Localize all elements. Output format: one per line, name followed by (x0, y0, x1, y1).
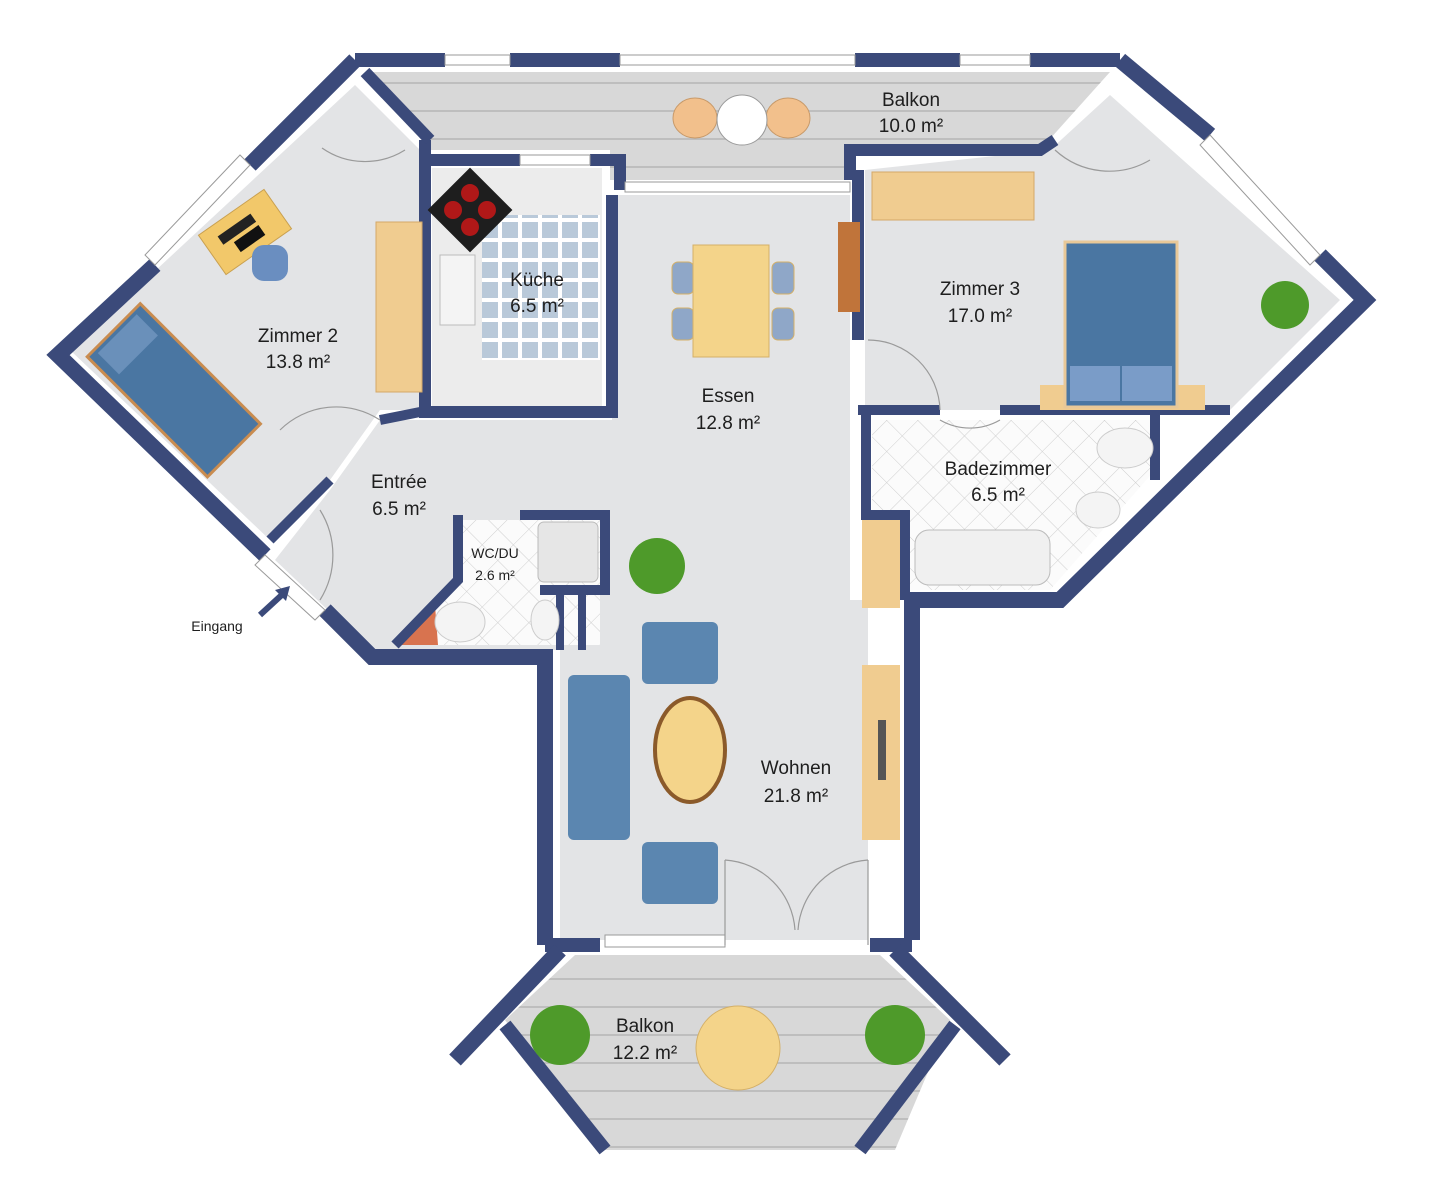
room-area: 6.5 m² (372, 499, 426, 520)
room-name: Küche (510, 270, 564, 291)
room-area: 12.8 m² (696, 413, 760, 434)
sofa (568, 675, 630, 840)
room-area: 6.5 m² (971, 485, 1025, 506)
armchair (642, 622, 718, 684)
sink (439, 254, 476, 326)
armchair (642, 842, 718, 904)
furniture (85, 94, 1309, 1091)
room-area: 12.2 m² (613, 1043, 677, 1064)
wardrobe (871, 171, 1035, 221)
room-area: 10.0 m² (879, 116, 943, 137)
room-name: Zimmer 3 (940, 279, 1020, 300)
room-name: Zimmer 2 (258, 326, 338, 347)
room-name: Balkon (882, 90, 940, 111)
entrance-arrow-icon (257, 586, 290, 618)
room-area: 17.0 m² (948, 306, 1012, 327)
room-area: 6.5 m² (510, 296, 564, 317)
room-name: Wohnen (761, 758, 831, 779)
room-name: Essen (702, 386, 755, 407)
room-name: Entrée (371, 472, 427, 493)
chair (252, 245, 288, 281)
windows (144, 54, 1321, 948)
chair (672, 97, 718, 139)
toilet (1096, 427, 1154, 469)
plant (629, 538, 685, 594)
dining-table (692, 244, 770, 358)
sideboard (838, 222, 860, 312)
room-area: 2.6 m² (475, 567, 515, 583)
doors (279, 147, 1151, 945)
toilet (434, 601, 486, 643)
room-name: Balkon (616, 1016, 674, 1037)
room-name: Badezimmer (945, 459, 1052, 480)
coffee-table (653, 696, 727, 804)
chair (671, 261, 695, 295)
chair (771, 261, 795, 295)
plant (865, 1005, 925, 1065)
room-labels: Balkon 10.0 m² Zimmer 2 13.8 m² Küche 6.… (191, 90, 1052, 1064)
chair (671, 307, 695, 341)
plant (530, 1005, 590, 1065)
chair (765, 97, 811, 139)
walls (46, 53, 1377, 1155)
bathtub (914, 529, 1051, 586)
sink (1075, 491, 1121, 529)
plant (1261, 281, 1309, 329)
room-area: 21.8 m² (764, 786, 828, 807)
cabinet (862, 520, 900, 608)
entrance-label: Eingang (191, 618, 242, 634)
room-name: WC/DU (471, 545, 518, 561)
shower (537, 521, 599, 583)
round-table (695, 1005, 781, 1091)
round-table (716, 94, 768, 146)
sink (530, 599, 560, 641)
room-area: 13.8 m² (266, 352, 330, 373)
chair (771, 307, 795, 341)
wardrobe (375, 221, 423, 393)
